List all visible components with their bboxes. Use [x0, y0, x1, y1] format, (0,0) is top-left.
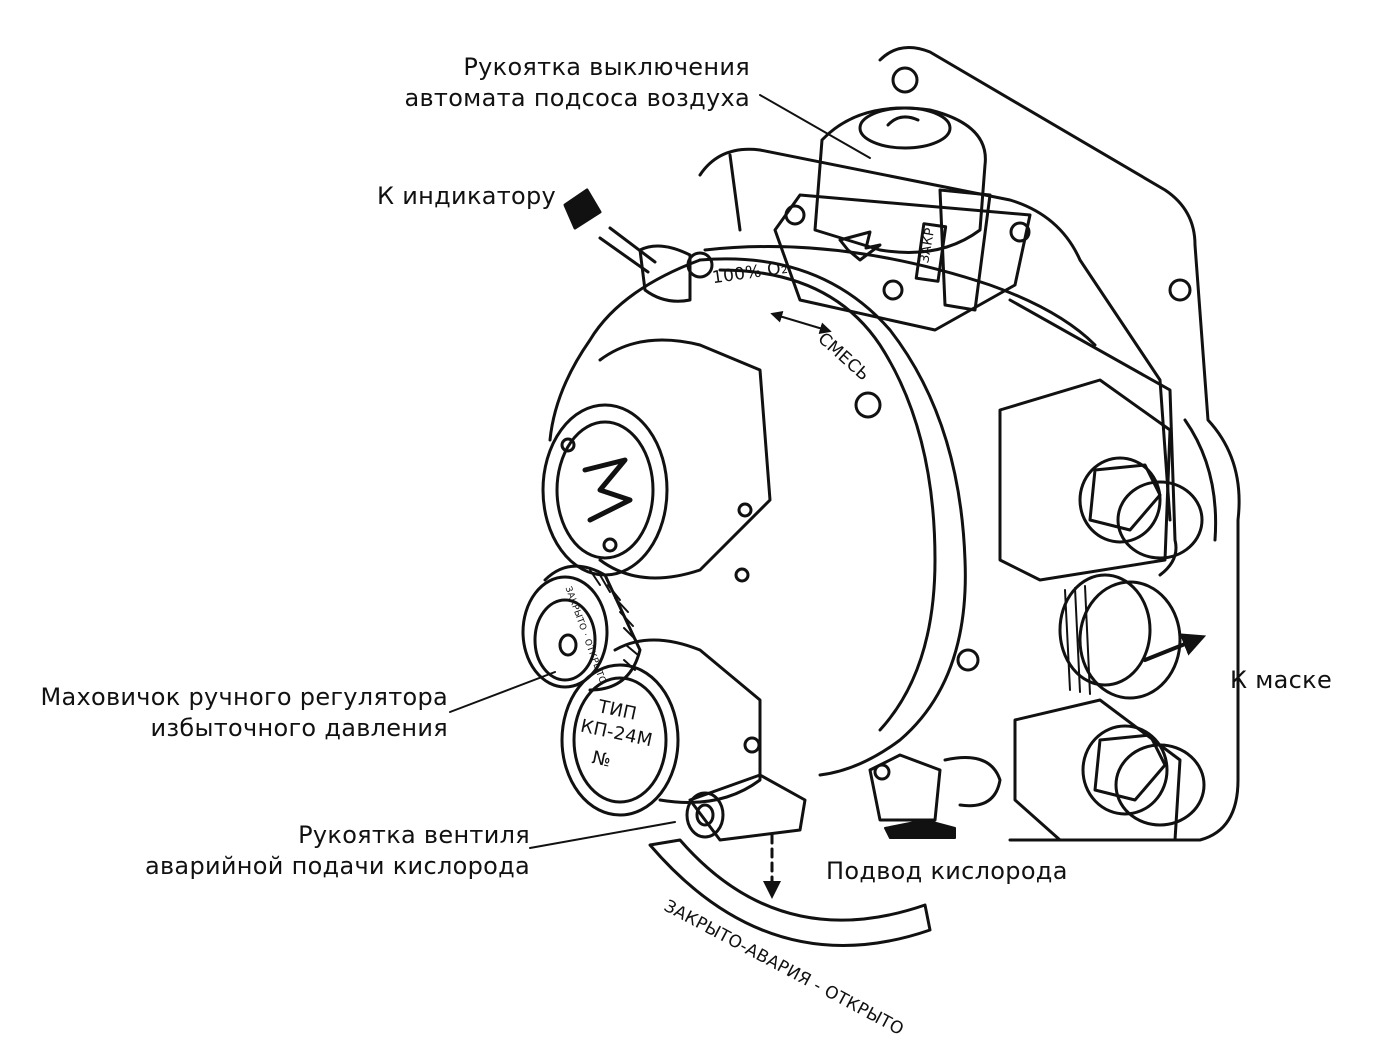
leader-lines: [449, 94, 871, 849]
leader-emergency-valve: [529, 821, 676, 849]
right-fittings: [998, 378, 1206, 842]
indicator-fitting: [563, 188, 692, 303]
arrows: [763, 633, 1207, 899]
label-to-mask: К маске: [1230, 666, 1333, 694]
label-pressure-knob-line-2: избыточного давления: [150, 714, 448, 742]
oxygen-device-illustration: [449, 46, 1241, 947]
label-air-suction-line-1: Рукоятка выключения: [463, 53, 750, 81]
lever-mark-closed: ЗАКР: [917, 226, 939, 265]
label-air-suction-handle: Рукоятка выключения автомата подсоса воз…: [390, 52, 750, 114]
front-lower-cap: [560, 638, 762, 817]
label-to-indicator: К индикатору: [377, 182, 557, 210]
label-pressure-knob: Маховичок ручного регулятора избыточного…: [30, 682, 448, 744]
emergency-scale-plate: [648, 838, 932, 947]
leader-pressure-knob: [449, 671, 556, 713]
label-oxygen-supply: Подвод кислорода: [826, 857, 1068, 885]
label-emergency-valve-line-2: аварийной подачи кислорода: [144, 852, 530, 880]
air-suction-lever-housing: [773, 106, 1032, 332]
label-emergency-valve-line-1: Рукоятка вентиля: [298, 821, 530, 849]
oxygen-inlet: [868, 753, 1002, 822]
pressure-knob: [521, 564, 642, 692]
upper-body: [698, 147, 1178, 577]
leader-air-suction: [759, 94, 871, 159]
label-pressure-knob-line-1: Маховичок ручного регулятора: [40, 683, 448, 711]
oxygen-supply-arrow: [884, 819, 956, 839]
label-emergency-valve: Рукоятка вентиля аварийной подачи кислор…: [120, 820, 530, 882]
to-mask-arrow: [1143, 633, 1207, 662]
front-housing: [548, 251, 980, 777]
front-upper-cap: [541, 338, 772, 583]
emergency-valve-handle: [685, 773, 807, 842]
label-air-suction-line-2: автомата подсоса воздуха: [404, 84, 750, 112]
mounting-plate: [878, 46, 1241, 842]
